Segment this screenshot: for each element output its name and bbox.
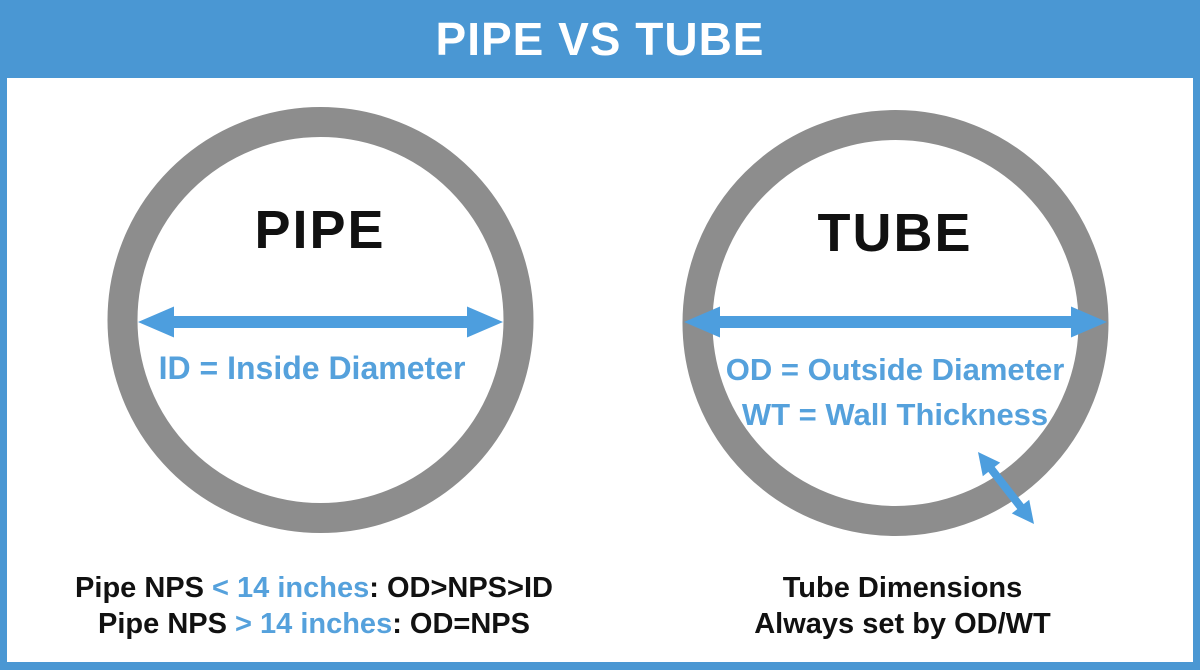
tube-wt-caption: WT = Wall Thickness <box>741 397 1049 432</box>
pipe-note-1-highlight: < 14 inches <box>212 572 370 604</box>
tube-note-line-2: Always set by OD/WT <box>754 608 1051 640</box>
pipe-notes: Pipe NPS < 14 inches: OD>NPS>ID Pipe NPS… <box>14 570 614 642</box>
outside-diameter-arrow-icon <box>684 306 1107 338</box>
pipe-note-2-highlight: > 14 inches <box>235 608 393 640</box>
pipe-label: PIPE <box>254 200 386 260</box>
pipe-note-2-pre: Pipe NPS <box>98 608 236 640</box>
pipe-ring <box>107 107 534 533</box>
pipe-note-1-post: : OD>NPS>ID <box>369 572 553 604</box>
content-frame <box>0 78 1200 670</box>
inside-diameter-arrow-icon <box>138 306 503 338</box>
tube-od-caption: OD = Outside Diameter <box>725 352 1065 387</box>
wall-thickness-arrow-icon <box>978 452 1034 524</box>
tube-notes: Tube Dimensions Always set by OD/WT <box>640 570 1165 642</box>
tube-label: TUBE <box>817 203 973 263</box>
header-banner: PIPE VS TUBE <box>0 0 1200 78</box>
pipe-note-1-pre: Pipe NPS <box>75 572 213 604</box>
page-title: PIPE VS TUBE <box>435 13 765 65</box>
tube-note-line-1: Tube Dimensions <box>782 572 1023 604</box>
pipe-note-2-post: : OD=NPS <box>392 608 530 640</box>
pipe-id-caption: ID = Inside Diameter <box>158 350 466 386</box>
pipe-note-line-1: Pipe NPS < 14 inches: OD>NPS>ID <box>14 570 614 606</box>
pipe-note-line-2: Pipe NPS > 14 inches: OD=NPS <box>14 606 614 642</box>
